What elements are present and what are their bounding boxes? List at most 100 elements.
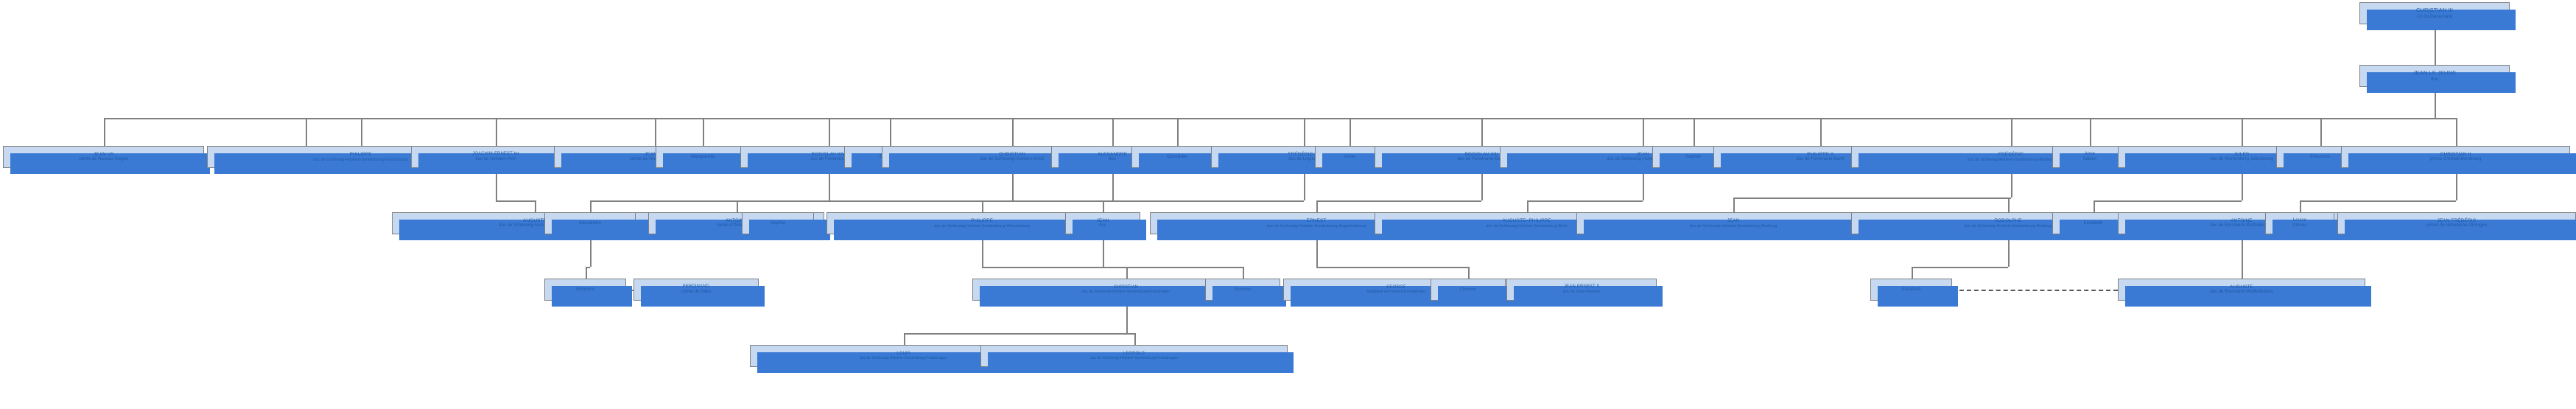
connector-drop-n10	[890, 118, 891, 146]
connector-drop-n12	[1112, 118, 1114, 146]
person-name: JEAN	[1636, 151, 1649, 157]
person-title: comte de Salm	[681, 290, 712, 294]
person-title: duc de Poméranie-Barth	[1796, 157, 1845, 162]
person-name: JEAN-ERNEST II	[1564, 284, 1599, 290]
person-node[interactable]: Christine	[1431, 279, 1512, 307]
connector-bus-n22	[2093, 200, 2242, 202]
person-title: duc de Schleswig-Holstein-Sonderbourg-Fr…	[860, 355, 947, 360]
connector-down-n16	[1481, 168, 1483, 200]
person-node[interactable]: Marguerite	[656, 146, 756, 174]
person-title: duc de Schleswig-Holstein-Norbourg	[1607, 157, 1679, 162]
person-name: AUGUSTE	[522, 217, 547, 223]
connector-drop	[736, 200, 738, 212]
connector-down-n11	[1012, 168, 1014, 200]
person-name: BOGISLAV XIV	[811, 151, 846, 157]
connector-drop-n21	[2090, 118, 2091, 146]
connector-drop-n4	[306, 118, 307, 146]
person-name: Eléonore	[576, 287, 594, 292]
connector-drop-n16	[1481, 118, 1483, 146]
person-name: LOUIS	[896, 351, 910, 356]
person-node[interactable]: Elisabeth	[1870, 279, 1958, 307]
connector-bus-n29	[982, 267, 1126, 268]
connector-drop-n8	[703, 118, 704, 146]
person-title: duc	[2430, 76, 2439, 82]
person-title: duc de Schleswig-Holstein-Sonderbourg-No…	[1964, 223, 2052, 228]
person-title: duc	[1109, 157, 1116, 162]
marriage-link-dashed	[1952, 290, 2118, 291]
person-title: roi du Danemark	[2416, 13, 2453, 19]
connector-drop-n23	[2320, 118, 2322, 146]
connector-drop-n18	[1693, 118, 1695, 146]
person-title: duc de Poméranie-Barth	[1457, 157, 1506, 162]
person-node[interactable]: Sophie	[742, 212, 820, 240]
person-name: Sophie	[770, 220, 786, 226]
connector-drop	[1103, 200, 1104, 212]
connector-drop	[2008, 197, 2010, 212]
connector-n1-n2	[2435, 24, 2436, 65]
person-name: FRÉDÉRIC	[1998, 152, 2024, 158]
person-name: ANTOINE	[725, 217, 748, 223]
connector-drop-n11	[1012, 118, 1014, 146]
connector-bus-n26	[585, 267, 590, 268]
person-name: ANTOINE	[2231, 217, 2253, 223]
connector-drop-n15	[1350, 118, 1351, 146]
connector-bus-n14	[1103, 200, 1304, 202]
person-node[interactable]: Alexandre	[544, 212, 642, 240]
person-title: duc de Schleswig-Holstein-Sonderbourg-No…	[1967, 157, 2055, 162]
connector-down-n22	[2242, 168, 2243, 200]
connector-drop	[1134, 333, 1136, 345]
connector-drop	[1468, 267, 1470, 279]
connector-bus-n9	[590, 200, 829, 202]
connector-bus-n20	[1733, 197, 2011, 199]
person-node[interactable]: Dorothée	[1205, 279, 1286, 307]
connector-drop-n24	[2455, 118, 2457, 146]
person-name: JOACHIM-ERNEST Ier	[472, 152, 519, 157]
connector-drop	[2242, 267, 2243, 279]
person-title: duc de Schleswig-Holstein-Sonderbourg-Wi…	[934, 223, 1030, 228]
person-node[interactable]: Anne	[1315, 146, 1390, 174]
person-name: JEAN FRÉDÉRIC	[2437, 217, 2477, 223]
person-name: BOGISLAV XIII	[1464, 151, 1498, 157]
person-name: Dorothée	[1167, 154, 1187, 160]
connector-drop-n5	[360, 118, 362, 146]
person-title: prince d'Anhalt-Bernbourg	[2429, 157, 2482, 162]
person-title: duc de Brunswick-Wulfenbuttels	[2210, 223, 2273, 228]
person-title: duc	[1099, 223, 1106, 228]
person-name: CHRISTIAN	[1113, 284, 1139, 290]
connector-drop	[982, 200, 983, 212]
connector-down-n14	[1303, 168, 1305, 200]
connector-drop	[2093, 200, 2095, 212]
person-name: Anne	[1344, 154, 1355, 160]
person-title: comte de Nassau-Siegen	[78, 157, 129, 162]
person-name: Marguerite	[690, 154, 715, 160]
connector-drop	[535, 200, 536, 212]
person-title: Amona	[2292, 223, 2307, 228]
connector-down-n29	[982, 234, 983, 267]
person-title: duc de Wurtemberg-Juliusbourg	[2210, 157, 2273, 162]
person-name: LEOPOLD	[1123, 351, 1145, 356]
person-node[interactable]: Dorothée	[1131, 146, 1229, 174]
connector-drop-n6	[496, 118, 497, 146]
person-name: JEAN	[1727, 218, 1740, 224]
person-node[interactable]: Eléonore	[544, 279, 632, 307]
connector-down-n9	[828, 168, 830, 200]
person-name: JEAN VII	[93, 151, 114, 157]
connector-drop	[903, 333, 905, 345]
person-name: CHRISTIAN II	[2440, 151, 2471, 157]
person-name: JEAN VII	[644, 151, 665, 157]
connector-bus-n6	[496, 200, 535, 202]
